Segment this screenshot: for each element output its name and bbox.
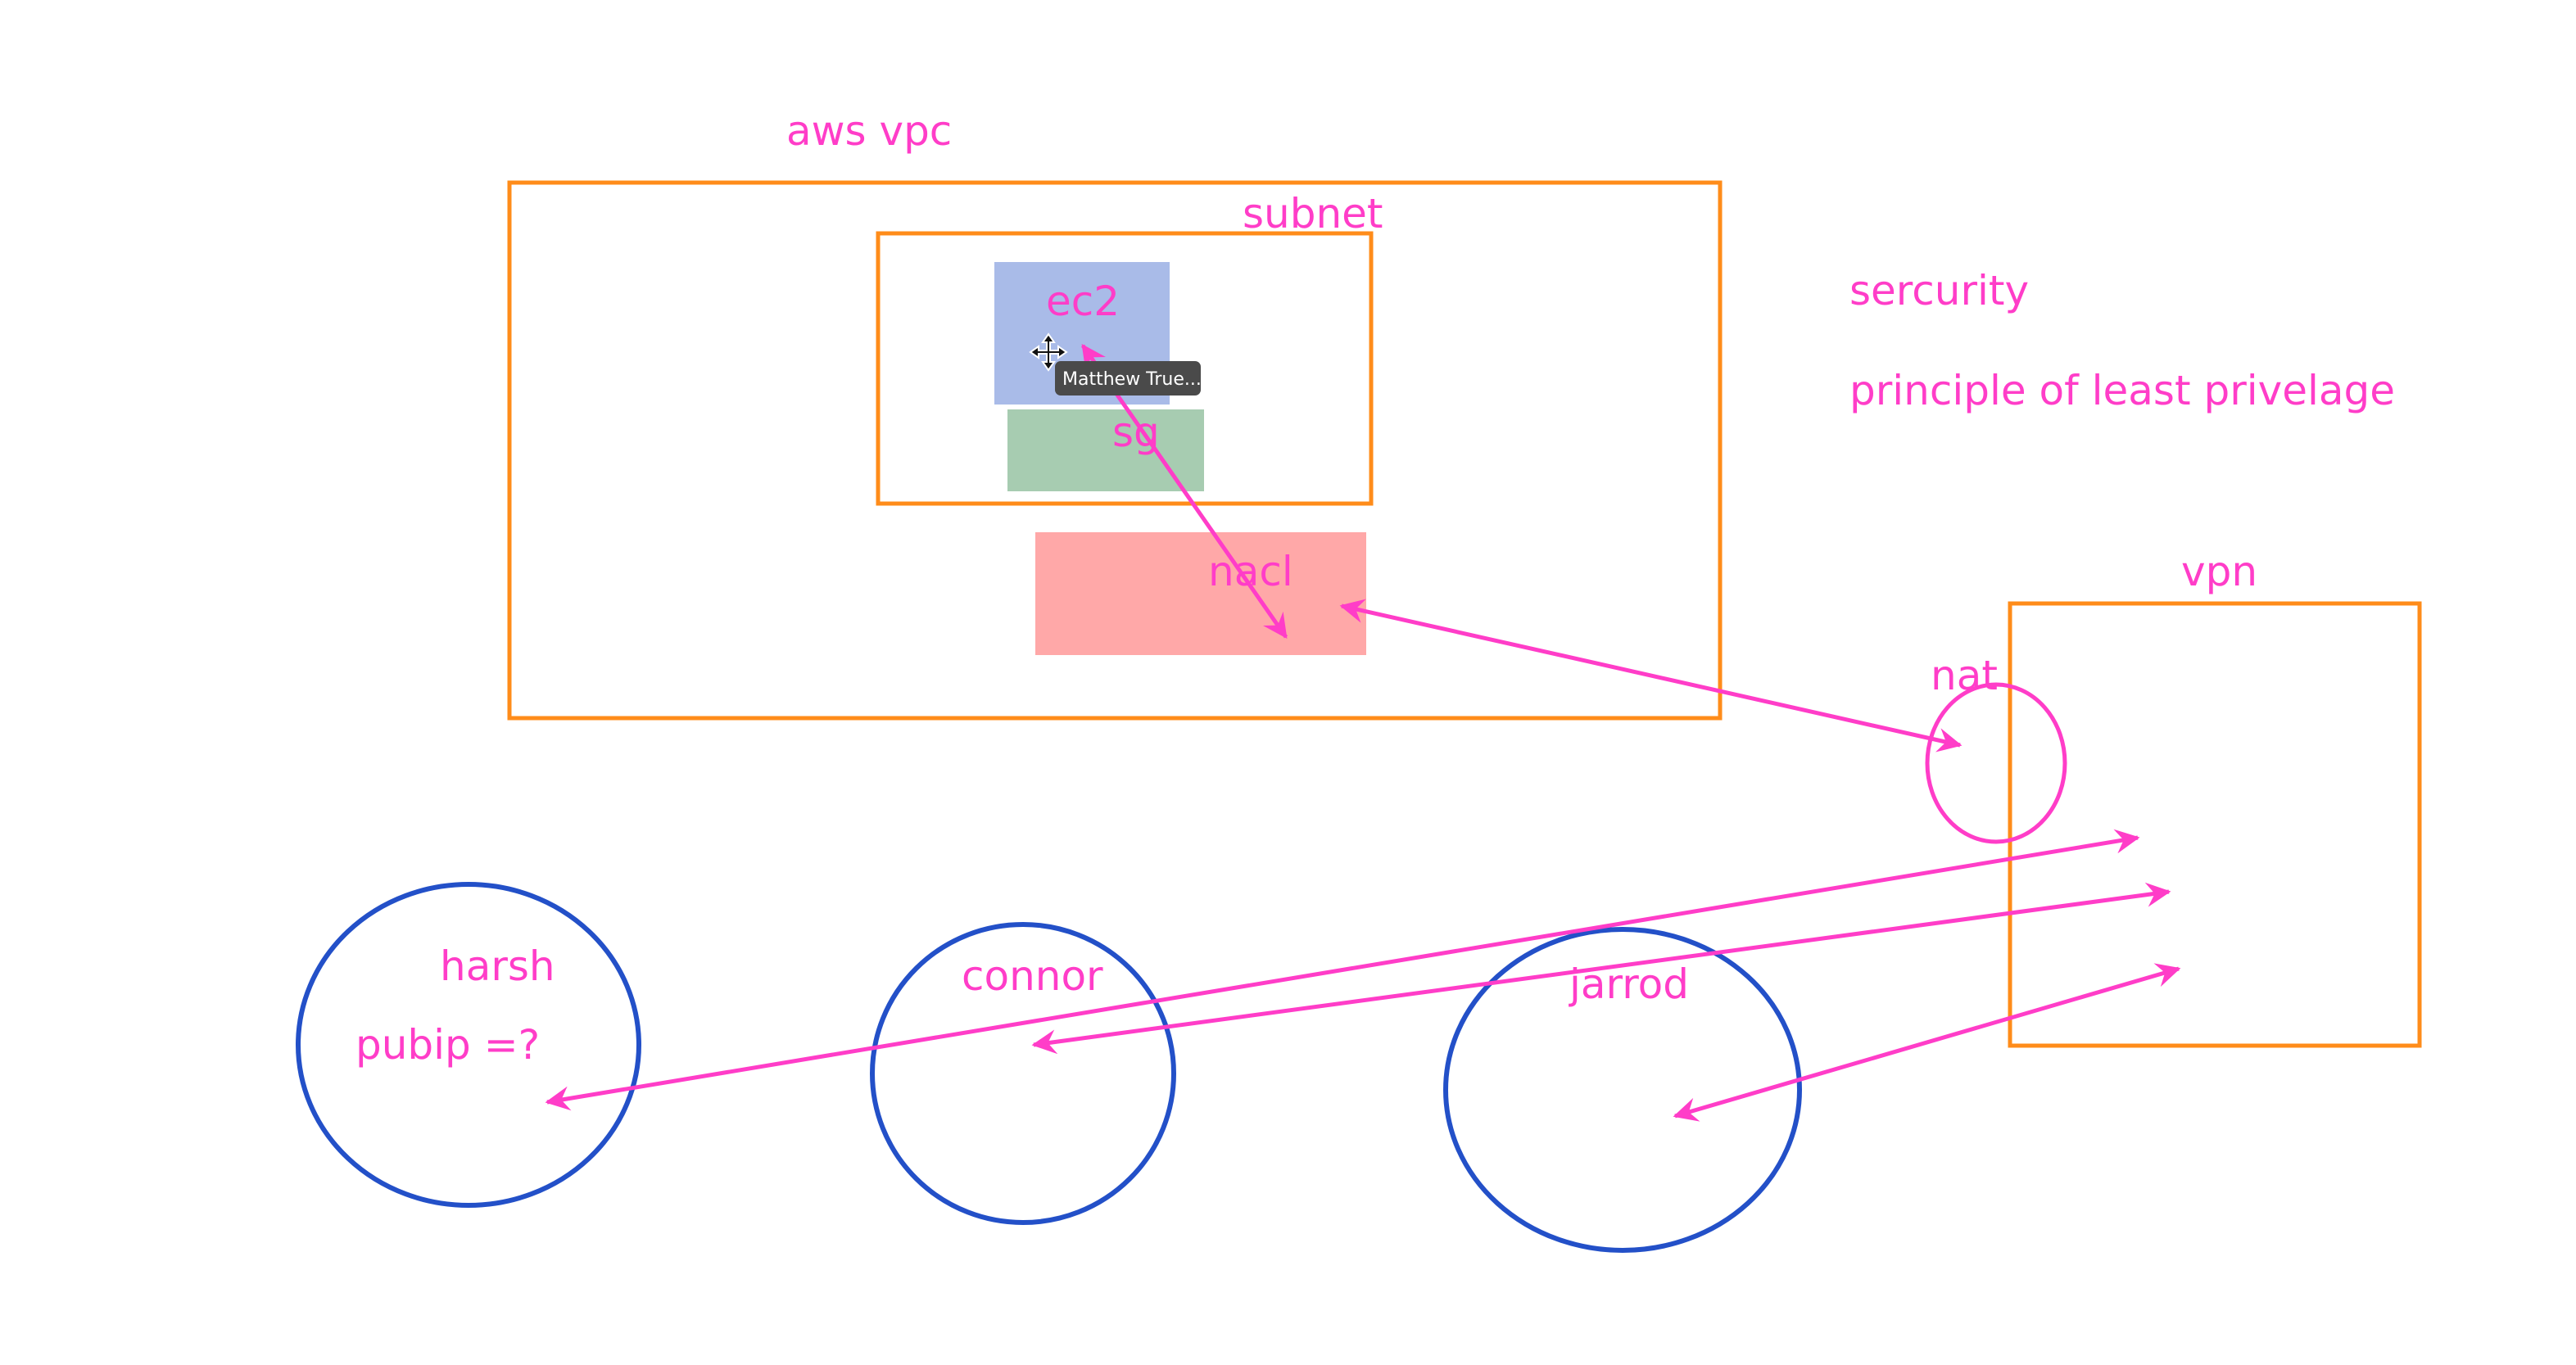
arrow-nacl-to-nat — [1339, 599, 1963, 753]
pubip-label: pubip =? — [355, 1021, 540, 1069]
tooltip-text: Matthew True... — [1062, 369, 1202, 390]
subnet-label: subnet — [1243, 190, 1383, 237]
principle-label: principle of least privelage — [1849, 367, 2395, 414]
ec2-label: ec2 — [1046, 278, 1120, 325]
security-label: sercurity — [1849, 267, 2029, 314]
jarrod-label: jarrod — [1569, 960, 1689, 1008]
collaborator-tooltip: Matthew True... — [1055, 361, 1202, 395]
arrow-connor-to-vpn — [1031, 882, 2171, 1055]
move-cursor-icon — [1029, 332, 1068, 372]
nacl-box[interactable] — [1035, 532, 1366, 655]
vpn-box[interactable] — [2008, 601, 2422, 1048]
connor-label: connor — [962, 952, 1103, 1000]
vpn-label: vpn — [2181, 548, 2257, 595]
nat-label: nat — [1931, 652, 1998, 699]
harsh-label: harsh — [440, 942, 555, 990]
vpc-box[interactable] — [507, 180, 1723, 721]
aws-vpc-label: aws vpc — [786, 107, 952, 155]
arrow-jarrod-to-vpn — [1673, 963, 2181, 1122]
